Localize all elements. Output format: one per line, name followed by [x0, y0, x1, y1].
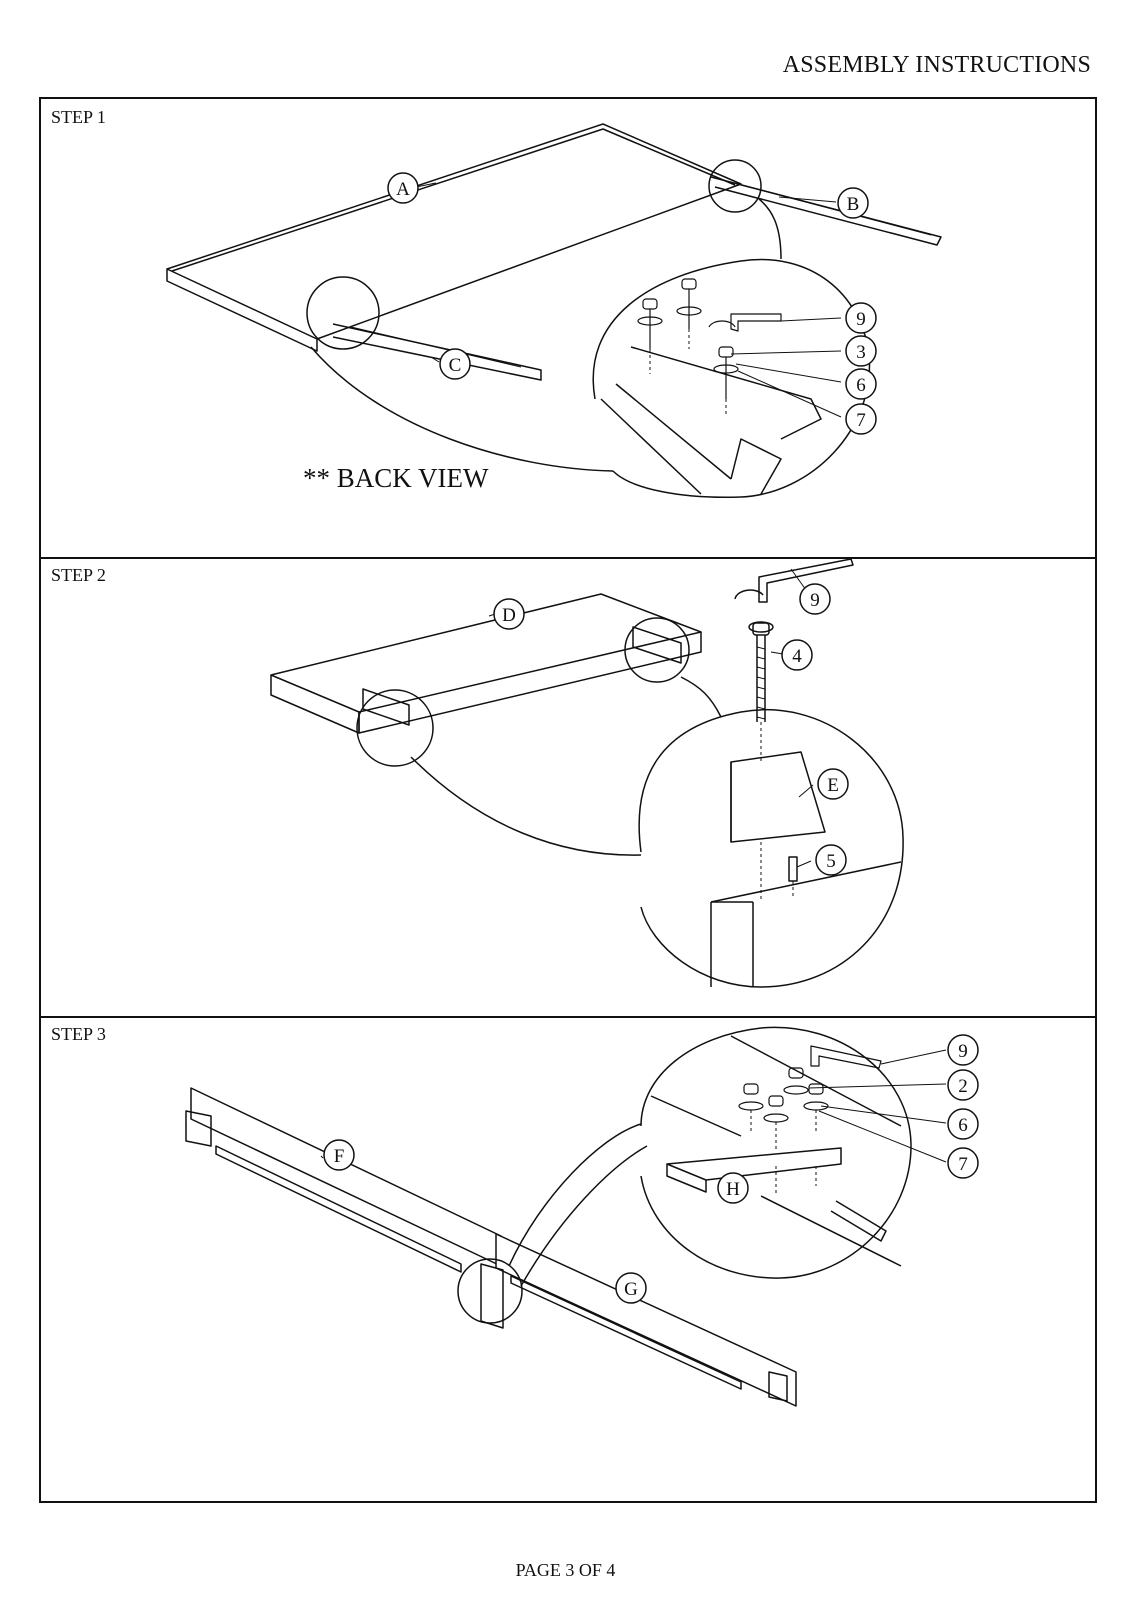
step-1-label: STEP 1 [51, 107, 106, 127]
step-2-panel: D E 9 4 5 STEP 2 [39, 557, 1097, 1018]
part-label-h: H [726, 1179, 740, 1200]
part-label-d: D [502, 605, 516, 626]
hardware-label: 6 [958, 1115, 968, 1136]
step-1-illustration: A B C 9 3 6 7 [166, 123, 942, 499]
page-number: PAGE 3 OF 4 [515, 1560, 616, 1580]
hardware-label: 9 [810, 590, 820, 611]
hardware-label: 2 [958, 1076, 968, 1097]
page-title: ASSEMBLY INSTRUCTIONS [782, 52, 1091, 78]
step-2-label: STEP 2 [51, 565, 106, 585]
step-3-panel: F G H 9 2 6 7 STEP 3 [39, 1016, 1097, 1503]
step-1-panel: A B C 9 3 6 7 STEP 1 ** BACK VIEW [39, 97, 1097, 559]
part-label-f: F [334, 1146, 345, 1167]
step-3-illustration: F G H 9 2 6 7 [185, 1026, 979, 1407]
part-label-c: C [449, 355, 462, 376]
back-view-note: ** BACK VIEW [303, 463, 489, 493]
hardware-label: 4 [792, 646, 802, 667]
step-2-illustration: D E 9 4 5 [270, 558, 904, 988]
hardware-label: 5 [826, 851, 836, 872]
part-label-g: G [624, 1279, 638, 1300]
step-3-label: STEP 3 [51, 1024, 106, 1044]
hardware-label: 6 [856, 375, 866, 396]
hardware-label: 7 [958, 1154, 968, 1175]
hardware-label: 9 [856, 309, 866, 330]
hardware-label: 3 [856, 342, 866, 363]
part-label-a: A [396, 179, 410, 200]
part-label-b: B [847, 194, 860, 215]
hardware-label: 7 [856, 410, 866, 431]
part-label-e: E [827, 775, 839, 796]
hardware-label: 9 [958, 1041, 968, 1062]
